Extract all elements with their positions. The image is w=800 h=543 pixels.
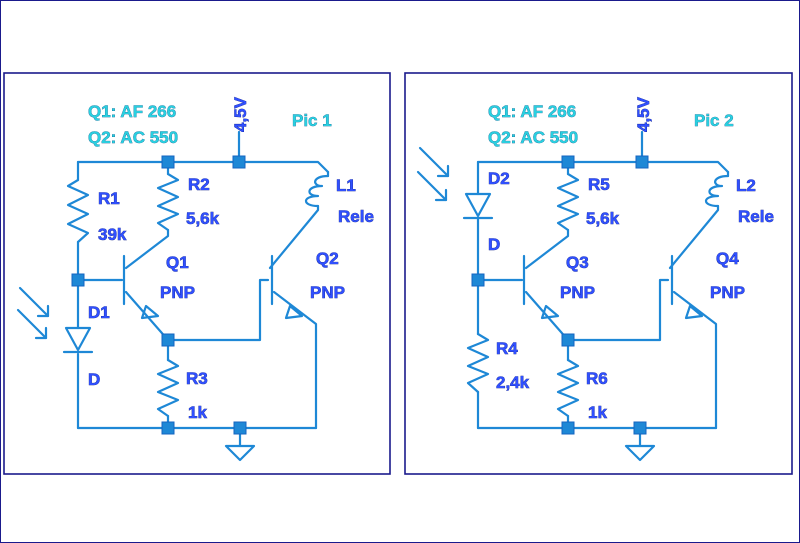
r4-value: 2,4k bbox=[496, 373, 530, 392]
r2-label: R2 bbox=[188, 175, 210, 194]
pic1-wires bbox=[76, 130, 330, 448]
pic2-title: Pic 2 bbox=[694, 111, 734, 130]
r6-resistor bbox=[556, 358, 580, 418]
r6-label: R6 bbox=[586, 369, 608, 388]
pic2-panel bbox=[404, 72, 793, 475]
r1-value: 39k bbox=[98, 225, 127, 244]
l1-coil bbox=[304, 174, 330, 208]
r3-value: 1k bbox=[188, 403, 207, 422]
d1-type: D bbox=[88, 370, 100, 389]
pic2-transistor-note-1: Q1: AF 266 bbox=[488, 102, 576, 121]
r2-resistor bbox=[156, 172, 180, 232]
q2-label: Q2 bbox=[316, 249, 339, 268]
pic1-transistor-note-1: Q1: AF 266 bbox=[88, 102, 176, 121]
d1-diode bbox=[62, 326, 94, 354]
pic1-light-arrows-icon bbox=[16, 286, 50, 340]
pic2-junction-nodes bbox=[471, 155, 649, 435]
d1-label: D1 bbox=[88, 303, 110, 322]
l1-label: L1 bbox=[336, 176, 356, 195]
pic1-transistor-note-2: Q2: AC 550 bbox=[88, 128, 178, 147]
r6-value: 1k bbox=[588, 403, 607, 422]
q1-label: Q1 bbox=[166, 253, 189, 272]
r4-label: R4 bbox=[496, 339, 518, 358]
d2-diode bbox=[462, 192, 494, 220]
r5-label: R5 bbox=[588, 175, 610, 194]
pic2-voltage-label: 4,5V bbox=[634, 96, 653, 132]
l2-desc: Rele bbox=[738, 207, 774, 226]
r3-label: R3 bbox=[186, 369, 208, 388]
d2-type: D bbox=[488, 235, 500, 254]
l1-desc: Rele bbox=[338, 207, 374, 226]
d2-label: D2 bbox=[488, 169, 510, 188]
pic1-panel bbox=[3, 72, 391, 475]
r4-resistor bbox=[466, 332, 490, 394]
r5-resistor bbox=[556, 172, 580, 232]
q2-transistor bbox=[270, 254, 304, 320]
pic1-voltage-label: 4,5V bbox=[231, 96, 250, 132]
q3-transistor bbox=[522, 254, 560, 320]
pic1-title: Pic 1 bbox=[292, 111, 332, 130]
q4-label: Q4 bbox=[716, 249, 739, 268]
q3-label: Q3 bbox=[566, 253, 589, 272]
q2-type: PNP bbox=[310, 283, 345, 302]
q4-transistor bbox=[670, 254, 704, 320]
pic1-ground-icon bbox=[224, 444, 256, 462]
q4-type: PNP bbox=[710, 283, 745, 302]
q3-type: PNP bbox=[560, 283, 595, 302]
pic1-junction-nodes bbox=[71, 155, 247, 435]
r1-resistor bbox=[66, 178, 90, 244]
r5-value: 5,6k bbox=[586, 209, 620, 228]
r1-label: R1 bbox=[98, 189, 120, 208]
r2-value: 5,6k bbox=[186, 209, 220, 228]
pic2-ground-icon bbox=[624, 444, 656, 462]
l2-coil bbox=[704, 174, 730, 208]
l2-label: L2 bbox=[736, 176, 756, 195]
q1-type: PNP bbox=[160, 283, 195, 302]
q1-transistor bbox=[122, 254, 160, 320]
r3-resistor bbox=[156, 358, 180, 418]
pic2-light-arrows-icon bbox=[416, 146, 450, 202]
pic2-transistor-note-2: Q2: AC 550 bbox=[488, 128, 578, 147]
